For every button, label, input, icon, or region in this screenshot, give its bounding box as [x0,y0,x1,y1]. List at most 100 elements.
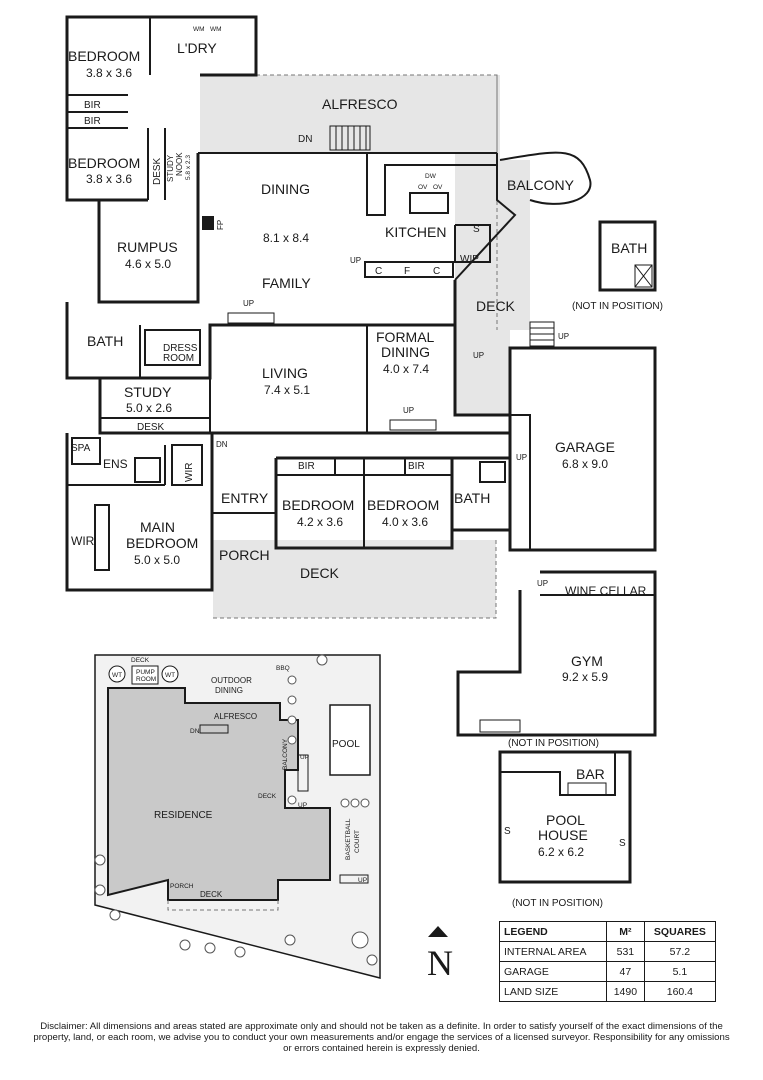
wm2-label: WM [210,26,222,33]
alfresco-outline [200,74,498,619]
living-stair-up-label: UP [403,406,414,415]
residence-footprint [107,687,331,901]
room-labels: BEDROOM 3.8 x 3.6 L'DRY WM WM BIR BIR BE… [68,26,663,749]
gym-block [456,570,657,737]
pool-house-line2: HOUSE [538,827,588,843]
legend-cell: 160.4 [643,981,717,1002]
kitchen-label: KITCHEN [385,224,446,240]
ov1-label: OV [418,184,428,191]
wir-right-label: WIR [184,463,195,482]
living-dims: 7.4 x 5.1 [264,383,310,397]
site-basketball-line1: BASKETBALL [345,818,352,860]
kitchen-s-label: S [473,224,480,235]
rumpus-dims: 4.6 x 5.0 [125,257,171,271]
legend-cell: 5.1 [643,961,717,982]
deck-south-label: DECK [300,565,340,581]
fireplace [202,216,214,230]
deck-up-label: UP [558,332,569,341]
house-walls [65,15,657,592]
deck-east-area [455,75,530,415]
wir-left-label: WIR [71,534,95,548]
study-nook-dims: 5.8 x 2.3 [185,155,192,180]
bedroom2-label: BEDROOM [68,155,140,171]
dining-dims: 8.1 x 8.4 [263,231,309,245]
wm1-label: WM [193,26,205,33]
fp-label: FP [216,220,225,230]
gym-label: GYM [571,653,603,669]
pool-house-line1: POOL [546,812,585,828]
site-balcony: BALCONY [282,738,289,770]
site-trees [94,654,378,966]
site-wt-right-label: WT [165,672,175,679]
family-up-label: UP [350,256,361,265]
balcony-label: BALCONY [507,177,575,193]
legend-row: GARAGE 47 5.1 [499,961,717,982]
study-dims: 5.0 x 2.6 [126,401,172,415]
deck-south-area [213,540,496,618]
c2-label: C [433,266,440,277]
laundry-label: L'DRY [177,40,217,56]
study-desk-label: DESK [137,422,165,433]
site-wt-left [108,665,126,683]
deck-east-label: DECK [476,298,516,314]
site-pump-line1: PUMP [136,669,155,676]
site-up-3: UP [358,877,367,884]
bedroom3-label: BEDROOM [282,497,354,513]
legend-cell: 57.2 [643,941,717,962]
stairs [227,125,555,431]
site-porch: PORCH [170,883,194,890]
gym-dims: 9.2 x 5.9 [562,670,608,684]
site-up-1: UP [300,754,309,761]
rumpus-label: RUMPUS [117,239,178,255]
bir3-label: BIR [298,461,315,472]
formal-dining-line2: DINING [381,344,430,360]
study-nook-line1: STUDY [166,154,175,182]
bath2-label: BATH [454,490,490,506]
legend-header-squares: SQUARES [643,921,717,942]
alfresco-label: ALFRESCO [322,96,398,112]
legend-cell: 47 [606,961,645,982]
c1-label: C [375,266,382,277]
bedroom1-dims: 3.8 x 3.6 [86,66,132,80]
bar-label: BAR [576,766,605,782]
site-dn: DN [190,728,200,735]
main-bedroom-dims: 5.0 x 5.0 [134,553,180,567]
bath-label: BATH [87,333,123,349]
site-pump-line2: ROOM [136,676,156,683]
site-alfresco: ALFRESCO [214,712,257,721]
gym-not-in-position: (NOT IN POSITION) [508,738,599,749]
ens-label: ENS [103,457,128,471]
dw-label: DW [425,173,437,180]
bir1-label: BIR [84,100,101,111]
site-plan [94,654,381,979]
entry-label: ENTRY [221,490,269,506]
legend-row: LAND SIZE 1490 160.4 [499,981,717,1002]
ov2-label: OV [433,184,443,191]
living-label: LIVING [262,365,308,381]
bedroom1-label: BEDROOM [68,48,140,64]
site-labels: DECK WT WT PUMP ROOM OUTDOOR DINING BBQ … [112,657,367,899]
f-label: F [404,266,410,277]
disclaimer: Disclaimer: All dimensions and areas sta… [33,1021,730,1054]
main-bedroom-line1: MAIN [140,519,175,535]
bedroom3-dims: 4.2 x 3.6 [297,515,343,529]
pool-house-block [498,750,632,884]
main-bedroom-line2: BEDROOM [126,535,198,551]
legend-cell: 531 [606,941,645,962]
formal-dining-dims: 4.0 x 7.4 [383,362,429,376]
site-outdoor-line1: OUTDOOR [211,676,252,685]
site-deck-mid: DECK [258,793,277,800]
wine-cellar-label: WINE CELLAR [565,584,647,598]
bedroom4-label: BEDROOM [367,497,439,513]
porch-label: PORCH [219,547,270,563]
site-outdoor-line2: DINING [215,686,243,695]
garage-dims: 6.8 x 9.0 [562,457,608,471]
legend-cell: GARAGE [499,961,607,982]
bir4-label: BIR [408,461,425,472]
spa-label: SPA [71,443,91,454]
pool-house-not-in-position: (NOT IN POSITION) [512,898,603,909]
desk-vertical-label: DESK [152,157,163,185]
legend-header-m2: M² [606,921,645,942]
site-up-2: UP [298,802,307,809]
